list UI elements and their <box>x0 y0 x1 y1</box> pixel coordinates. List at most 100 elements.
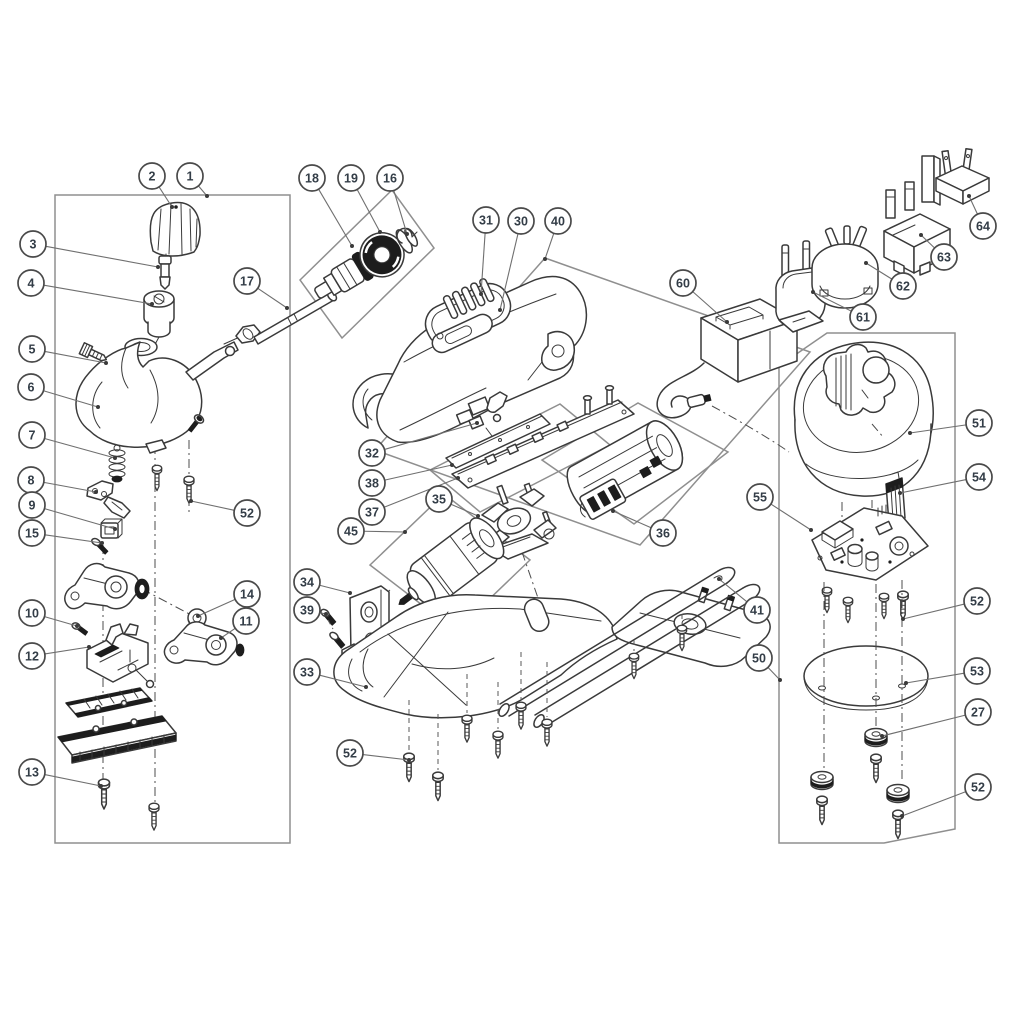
charging-stand <box>793 341 934 497</box>
callout-balloon <box>358 498 386 526</box>
upper-blade <box>65 687 153 718</box>
leader-dot <box>196 614 200 618</box>
callout-balloon <box>233 267 261 295</box>
charger-pcb <box>811 504 929 581</box>
callout-36: 36 <box>611 509 677 547</box>
callout-number: 64 <box>976 219 990 233</box>
leader-dot <box>476 514 480 518</box>
callout-64: 64 <box>967 194 997 240</box>
callout-number: 7 <box>29 428 36 442</box>
leader-dot <box>378 230 382 234</box>
leader-line <box>44 508 116 530</box>
drive-bearing <box>314 227 419 299</box>
callout-41: 41 <box>717 577 771 624</box>
base-centerlines <box>823 580 903 782</box>
clipper-head <box>75 335 243 454</box>
callout-number: 55 <box>753 490 767 504</box>
leader-dot <box>900 814 904 818</box>
callout-number: 45 <box>344 524 358 538</box>
callout-balloon <box>233 499 261 527</box>
callout-balloon <box>544 207 572 235</box>
callout-balloon <box>233 580 261 608</box>
leader-line <box>812 291 852 312</box>
callout-17: 17 <box>233 267 289 310</box>
leader-line <box>901 791 967 817</box>
callout-number: 16 <box>383 171 397 185</box>
taper-knob <box>149 201 201 257</box>
leader-line <box>718 578 748 603</box>
leader-dot <box>908 431 912 435</box>
callout-61: 61 <box>811 290 877 331</box>
callout-38: 38 <box>358 463 454 497</box>
leader-dot <box>324 612 328 616</box>
callout-11: 11 <box>219 607 260 640</box>
leader-dot <box>150 302 154 306</box>
leader-line <box>767 667 781 681</box>
leader-line <box>692 291 728 323</box>
leader-line <box>43 390 99 408</box>
leader-dot <box>611 509 615 513</box>
leader-line <box>363 530 406 533</box>
callout-32: 32 <box>358 421 479 467</box>
callout-number: 3 <box>30 237 37 251</box>
callout-52: 52 <box>336 739 411 767</box>
callout-4: 4 <box>17 269 154 306</box>
leader-line <box>44 534 103 544</box>
leader-line <box>450 503 479 517</box>
leader-line <box>44 616 78 627</box>
leader-dot <box>94 490 98 494</box>
callout-balloon <box>293 658 321 686</box>
drive-pin <box>158 253 172 290</box>
callout-balloon <box>336 739 364 767</box>
leader-dot <box>725 320 729 324</box>
leader-line <box>43 284 153 305</box>
leader-dot <box>475 421 479 425</box>
leader-dot <box>75 624 79 628</box>
power-adapter <box>656 298 798 419</box>
leader-line <box>319 584 351 594</box>
leader-line <box>770 503 812 531</box>
callout-number: 8 <box>28 473 35 487</box>
callout-number: 2 <box>149 169 156 183</box>
leader-line <box>499 233 519 311</box>
upper-housing <box>352 275 588 444</box>
callout-balloon <box>337 164 365 192</box>
callout-number: 63 <box>937 250 951 264</box>
tension-spring <box>108 444 126 483</box>
callout-balloon <box>472 206 500 234</box>
head-screw <box>78 342 108 362</box>
leader-line <box>44 350 107 364</box>
contact-plate <box>445 413 551 469</box>
leader-dot <box>456 476 460 480</box>
leader-dot <box>901 617 905 621</box>
callout-30: 30 <box>498 207 535 312</box>
leader-line <box>43 481 97 493</box>
callout-number: 17 <box>240 274 254 288</box>
guide-link <box>86 480 131 519</box>
leader-dot <box>407 758 411 762</box>
callout-number: 39 <box>300 603 314 617</box>
callout-number: 50 <box>752 651 766 665</box>
blade-arm-left <box>64 562 150 610</box>
callout-balloon <box>18 421 46 449</box>
leader-dot <box>717 577 721 581</box>
leader-line <box>899 479 967 494</box>
leader-dot <box>450 463 454 467</box>
callout-5: 5 <box>18 335 108 365</box>
callout-number: 5 <box>29 342 36 356</box>
callout-number: 27 <box>971 705 985 719</box>
leader-line <box>362 753 410 761</box>
callout-number: 36 <box>656 526 670 540</box>
callout-52: 52 <box>900 773 992 818</box>
leader-line <box>220 627 236 639</box>
callout-number: 54 <box>972 470 986 484</box>
leader-line <box>909 424 967 434</box>
cam-drive <box>481 482 557 560</box>
callout-balloon <box>669 269 697 297</box>
callout-9: 9 <box>18 491 117 531</box>
leader-dot <box>87 645 91 649</box>
callout-45: 45 <box>337 517 407 545</box>
callout-balloon <box>176 162 204 190</box>
